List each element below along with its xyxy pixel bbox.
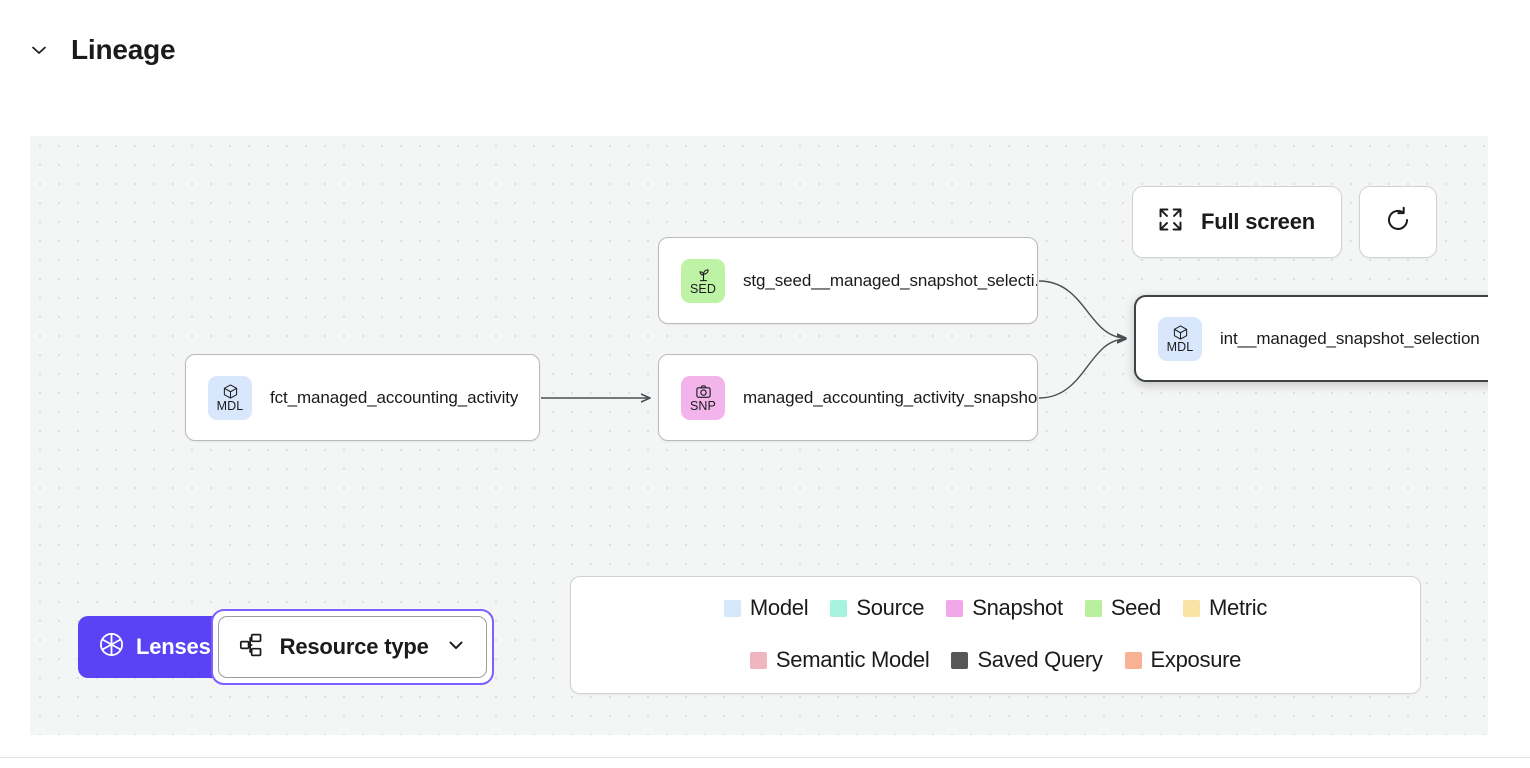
chevron-down-icon [28,39,50,61]
badge-abbreviation: SED [689,281,716,296]
legend-label: Exposure [1150,647,1242,672]
legend-item-snapshot: Snapshot [946,595,1063,621]
node-label: stg_seed__managed_snapshot_selecti... [743,270,1037,290]
lenses-label: Lenses [136,634,211,659]
edge-snapshot-to-int [1038,339,1126,399]
legend-swatch [946,599,964,617]
expand-icon [1157,206,1184,238]
resource-type-badge-seed: SED [681,258,725,303]
camera-icon [695,383,712,400]
legend-item-model: Model [723,595,809,621]
lineage-node-int-managed-snapshot-selection[interactable]: MDL int__managed_snapshot_selection [1134,295,1488,382]
legend-item-metric: Metric [1183,595,1267,621]
badge-abbreviation: MDL [1166,339,1194,354]
sprout-icon [695,266,712,283]
legend-label: Metric [1209,595,1268,620]
canvas-toolbar: Full screen [1132,186,1437,258]
hierarchy-icon [238,632,264,663]
legend-item-exposure: Exposure [1124,647,1242,673]
section-divider [0,757,1530,758]
lineage-section-header: Lineage [0,0,1530,100]
node-label: managed_accounting_activity_snapshot [743,387,1037,407]
lineage-canvas[interactable]: MDL fct_managed_accounting_activity SED … [30,136,1488,735]
legend-swatch [830,599,848,617]
aperture-icon [98,631,125,663]
edge-seed-to-int [1038,280,1126,338]
collapse-section-button[interactable] [22,33,56,67]
legend-item-source: Source [830,595,925,621]
lineage-legend: Model Source Snapshot Seed Metric S [570,576,1421,694]
resource-type-label: Resource type [279,634,429,659]
refresh-icon [1383,205,1413,240]
legend-row: Model Source Snapshot Seed Metric [571,595,1420,621]
legend-row: Semantic Model Saved Query Exposure [571,647,1420,673]
lineage-controls: Lenses Resource type [78,609,494,685]
badge-abbreviation: SNP [689,398,716,413]
legend-label: Model [749,595,809,620]
legend-label: Source [856,595,925,620]
legend-label: Saved Query [977,647,1103,672]
lineage-node-stg-seed-managed-snapshot-selection[interactable]: SED stg_seed__managed_snapshot_selecti..… [658,237,1038,324]
resource-type-dropdown[interactable]: Resource type [217,616,487,678]
resource-type-badge-model: MDL [208,375,252,420]
legend-item-seed: Seed [1084,595,1161,621]
legend-swatch [1084,599,1102,617]
legend-label: Seed [1110,595,1161,620]
resource-type-badge-snapshot: SNP [681,375,725,420]
legend-item-saved-query: Saved Query [951,647,1103,673]
resource-type-focus-ring: Resource type [210,609,494,685]
cube-icon [1172,324,1189,341]
lineage-node-managed-accounting-activity-snapshot[interactable]: SNP managed_accounting_activity_snapshot [658,354,1038,441]
legend-label: Snapshot [972,595,1063,620]
legend-swatch [723,599,741,617]
node-label: fct_managed_accounting_activity [270,387,519,407]
legend-item-semantic-model: Semantic Model [749,647,930,673]
lineage-node-fct-managed-accounting-activity[interactable]: MDL fct_managed_accounting_activity [185,354,540,441]
badge-abbreviation: MDL [216,398,244,413]
refresh-button[interactable] [1359,186,1437,258]
chevron-down-icon [445,634,467,661]
legend-swatch [1124,651,1142,669]
legend-swatch [951,651,969,669]
legend-label: Semantic Model [775,647,930,672]
full-screen-label: Full screen [1201,209,1315,234]
node-label: int__managed_snapshot_selection [1220,328,1480,348]
cube-icon [222,383,239,400]
legend-swatch [749,651,767,669]
page-title: Lineage [71,34,176,65]
full-screen-button[interactable]: Full screen [1132,186,1342,258]
lenses-button[interactable]: Lenses [78,616,233,678]
legend-swatch [1183,599,1200,617]
resource-type-badge-model: MDL [1158,316,1202,361]
